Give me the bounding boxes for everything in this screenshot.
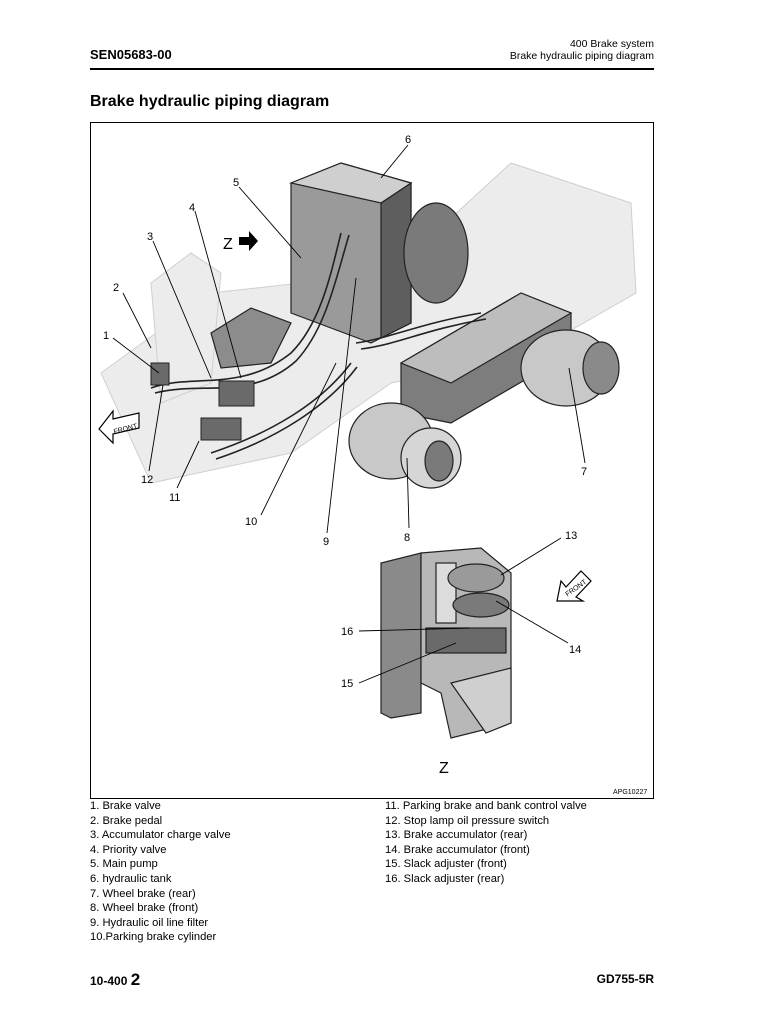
callout-16: 16 bbox=[341, 626, 353, 638]
legend-item: 7. Wheel brake (rear) bbox=[90, 887, 196, 900]
callout-10: 10 bbox=[245, 516, 257, 528]
legend-item: 8. Wheel brake (front) bbox=[90, 902, 199, 915]
header-section: 400 Brake system Brake hydraulic piping … bbox=[510, 38, 654, 62]
legend-item: 1. Brake valve bbox=[90, 800, 161, 812]
legend-item: 10.Parking brake cylinder bbox=[90, 931, 217, 944]
svg-text:Z: Z bbox=[223, 236, 233, 253]
callout-13: 13 bbox=[565, 530, 577, 542]
legend-item: 12. Stop lamp oil pressure switch bbox=[385, 814, 550, 827]
callout-1: 1 bbox=[103, 330, 109, 342]
legend-item: 4. Priority valve bbox=[90, 843, 167, 856]
callout-15: 15 bbox=[341, 678, 353, 690]
callout-12: 12 bbox=[141, 474, 153, 486]
page-revision: 2 bbox=[130, 970, 141, 989]
front-axle-drawing bbox=[210, 307, 462, 489]
header-divider bbox=[90, 68, 654, 70]
brake-valve-assembly bbox=[150, 362, 255, 441]
piping-diagram-figure: Z FRONT FRONT Z bbox=[90, 122, 654, 799]
callout-2: 2 bbox=[113, 282, 119, 294]
page-number: 10-400 2 bbox=[90, 970, 140, 990]
figure-code: APG10227 bbox=[613, 789, 647, 796]
hydraulic-piping-drawing bbox=[150, 232, 487, 460]
legend-item: 16. Slack adjuster (rear) bbox=[385, 872, 505, 885]
page-prefix: 10-400 bbox=[90, 974, 128, 988]
callout-labels: 1 2 3 4 5 6 7 8 9 10 11 12 13 14 15 16 bbox=[103, 134, 587, 690]
subsection-title: Brake hydraulic piping diagram bbox=[509, 50, 654, 62]
page-title: Brake hydraulic piping diagram bbox=[90, 93, 330, 110]
callout-9: 9 bbox=[323, 536, 329, 548]
callout-leaders bbox=[112, 144, 586, 684]
front-arrow-lower: FRONT bbox=[556, 570, 592, 602]
legend-item: 15. Slack adjuster (front) bbox=[385, 858, 507, 871]
callout-14: 14 bbox=[569, 644, 581, 656]
hydraulic-tank-drawing bbox=[288, 162, 469, 344]
callout-11: 11 bbox=[169, 492, 180, 504]
legend-item: 14. Brake accumulator (front) bbox=[385, 843, 530, 856]
legend-left-column: 1. Brake valve 2. Brake pedal 3. Accumul… bbox=[90, 799, 231, 945]
machine-model: GD755-5R bbox=[596, 972, 654, 986]
diagram-illustration: Z FRONT FRONT Z bbox=[98, 134, 647, 796]
callout-4: 4 bbox=[189, 202, 195, 214]
legend-item: 5. Main pump bbox=[90, 858, 158, 871]
legend-item: 11. Parking brake and bank control valve bbox=[385, 800, 587, 812]
legend-item: 13. Brake accumulator (rear) bbox=[385, 829, 528, 842]
callout-8: 8 bbox=[404, 532, 410, 544]
legend-item: 3. Accumulator charge valve bbox=[90, 829, 231, 842]
view-z-marker: Z bbox=[223, 231, 258, 253]
callout-7: 7 bbox=[581, 466, 587, 478]
legend-right-column: 11. Parking brake and bank control valve… bbox=[385, 799, 587, 887]
callout-5: 5 bbox=[233, 177, 239, 189]
legend-item: 2. Brake pedal bbox=[90, 814, 163, 827]
inset-view-letter: Z bbox=[439, 760, 449, 777]
legend-item: 6. hydraulic tank bbox=[90, 872, 172, 885]
callout-6: 6 bbox=[405, 134, 411, 146]
legend-item: 9. Hydraulic oil line filter bbox=[90, 916, 209, 929]
rear-axle-drawing bbox=[399, 292, 620, 424]
callout-3: 3 bbox=[147, 231, 153, 243]
section-title: 400 Brake system bbox=[569, 38, 654, 50]
document-id: SEN05683-00 bbox=[90, 47, 172, 62]
inset-view-z-drawing bbox=[380, 547, 512, 739]
